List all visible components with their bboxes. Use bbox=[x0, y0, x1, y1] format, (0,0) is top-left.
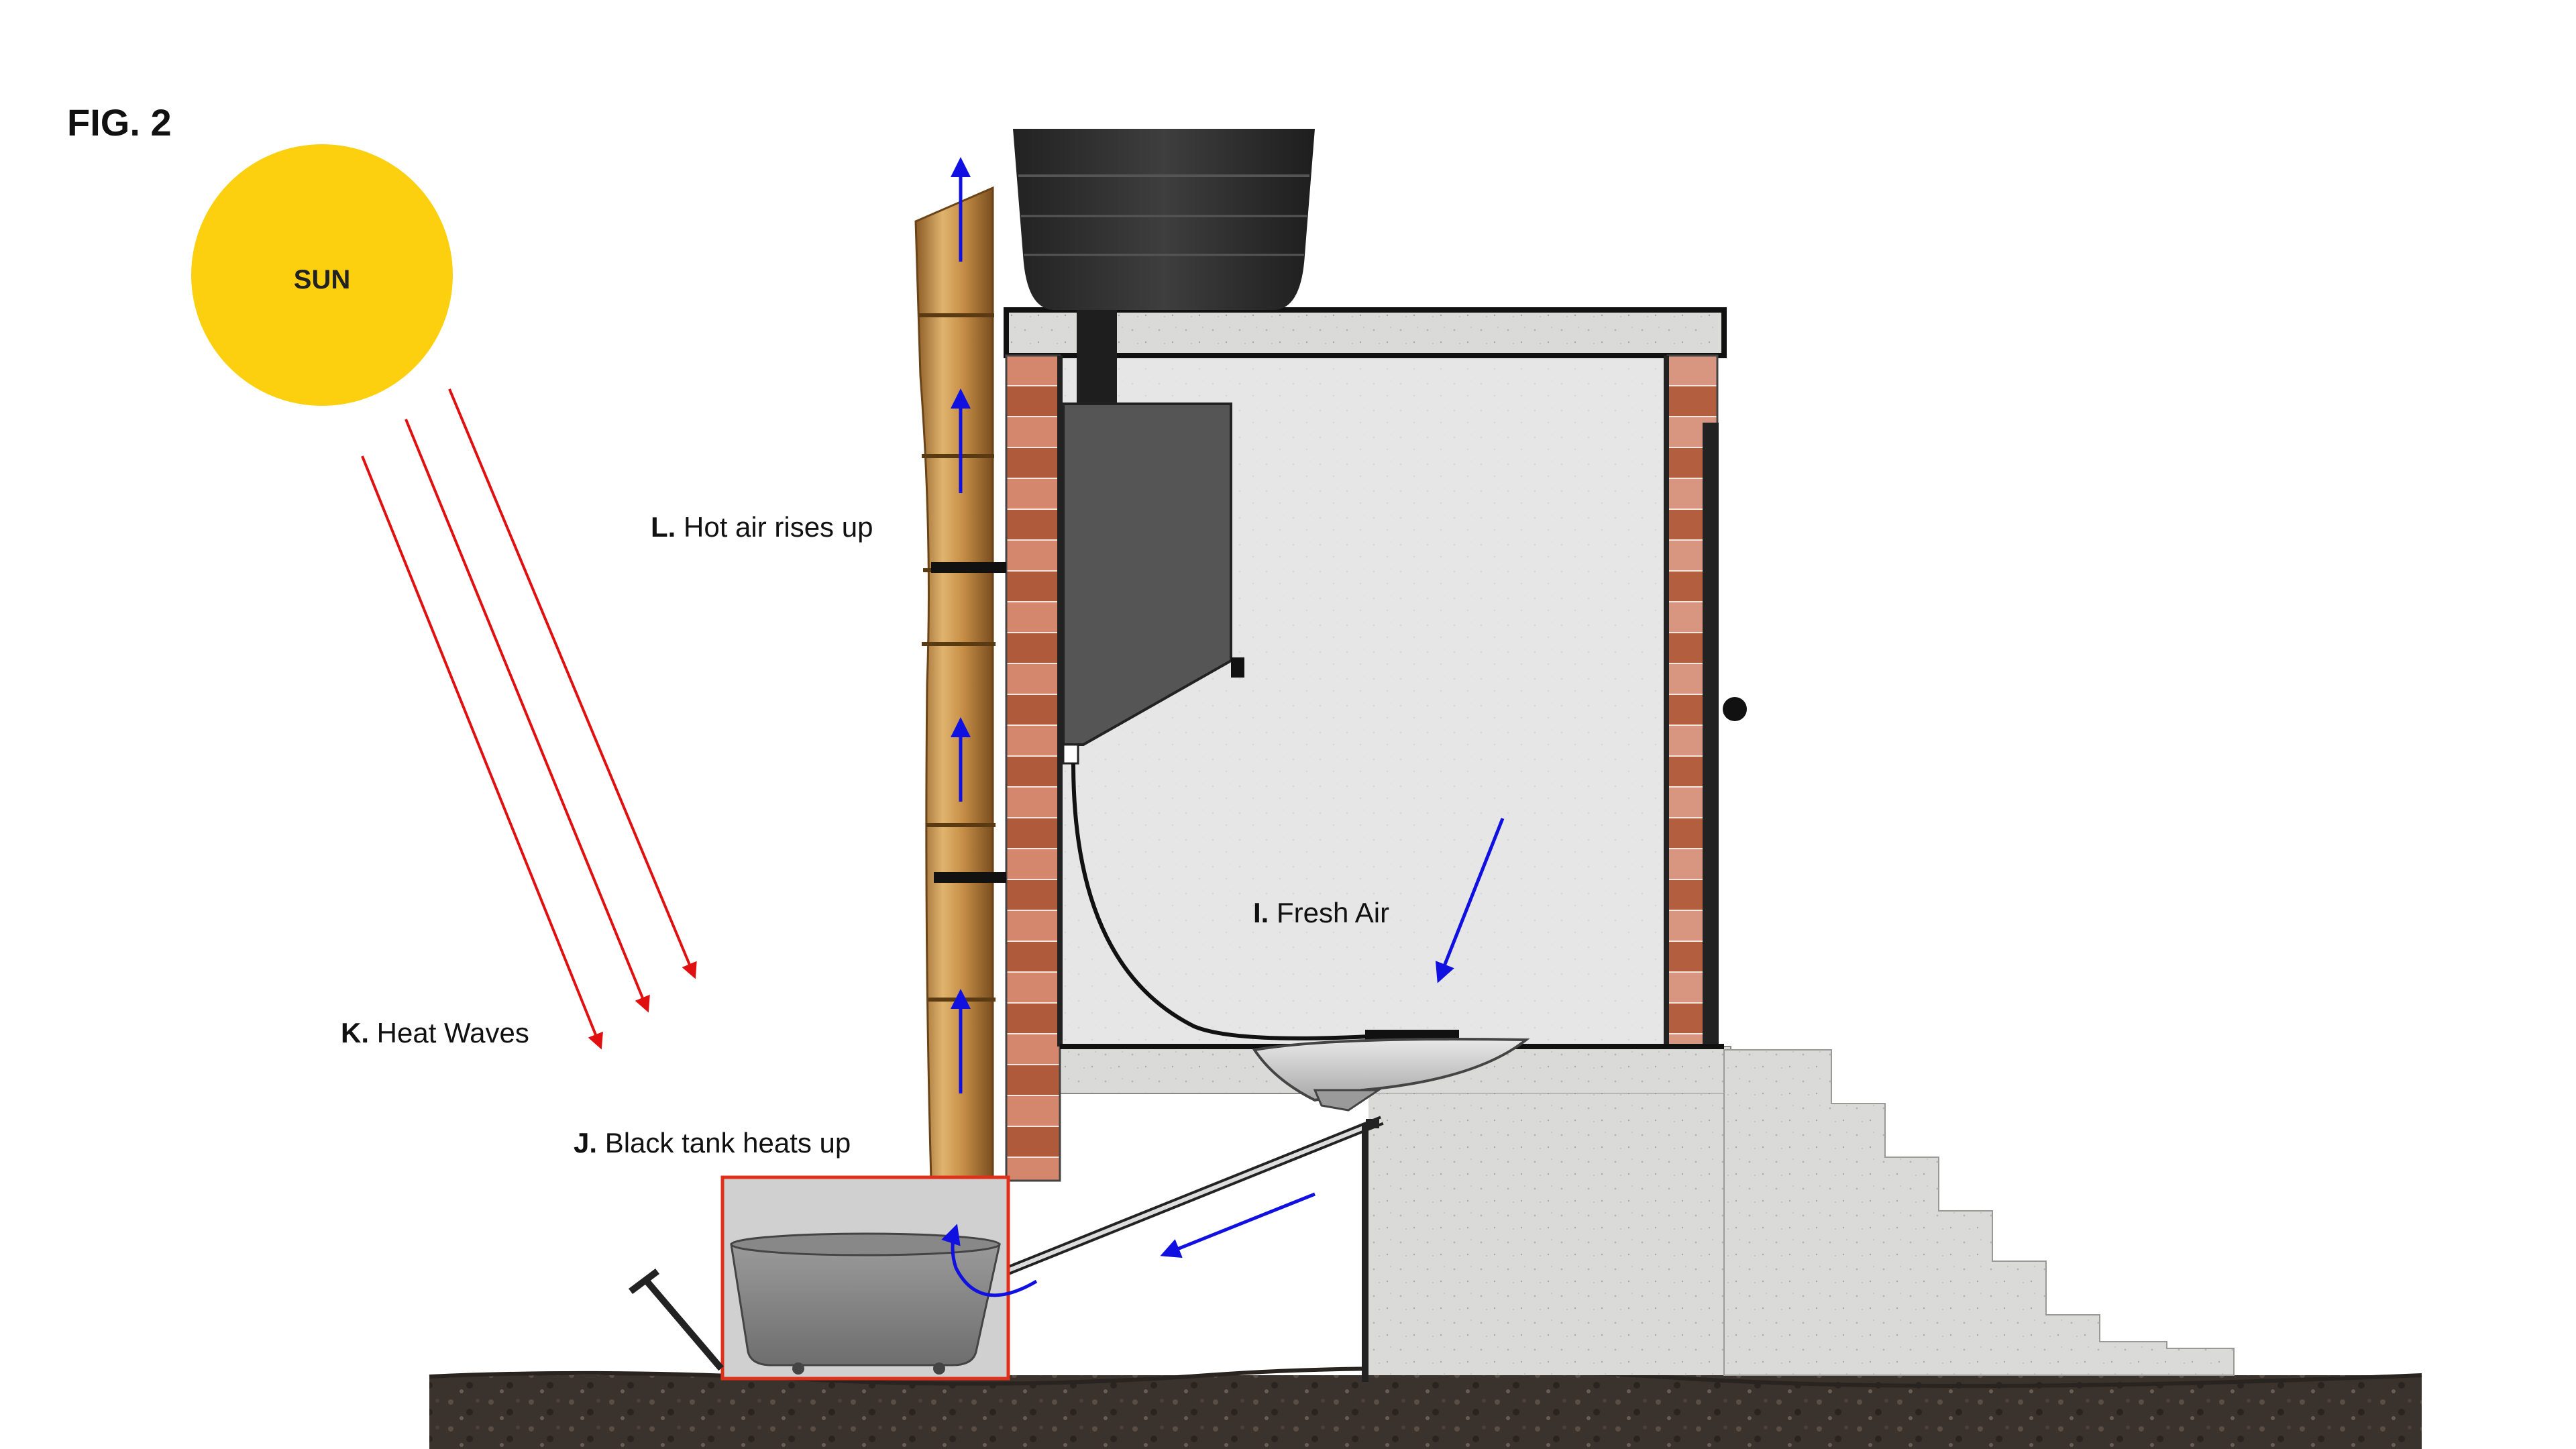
label-fresh-air: I. Fresh Air bbox=[1253, 897, 1389, 929]
door-handle-icon bbox=[1723, 697, 1747, 721]
label-hot-air: L. Hot air rises up bbox=[651, 511, 873, 543]
brick-wall bbox=[1006, 356, 1063, 1181]
label-text: Heat Waves bbox=[377, 1017, 529, 1049]
label-text: Hot air rises up bbox=[684, 511, 873, 543]
sun-label: SUN bbox=[255, 265, 389, 295]
label-letter: L. bbox=[651, 511, 676, 543]
label-text: Black tank heats up bbox=[605, 1127, 851, 1159]
heat-wave-arrows bbox=[362, 389, 694, 1046]
label-letter: J. bbox=[574, 1127, 597, 1159]
black-tank-icon bbox=[631, 1177, 1008, 1379]
drain-pipe bbox=[1006, 1119, 1382, 1382]
ground-soil bbox=[429, 1368, 2422, 1449]
flush-lever-icon bbox=[1231, 657, 1244, 678]
right-brick-wall bbox=[1664, 356, 1747, 1046]
heat-arrow bbox=[449, 389, 694, 976]
staircase bbox=[1724, 1050, 2234, 1375]
label-text: Fresh Air bbox=[1277, 897, 1389, 928]
figure-title: FIG. 2 bbox=[67, 101, 172, 144]
label-letter: I. bbox=[1253, 897, 1269, 928]
label-black-tank: J. Black tank heats up bbox=[574, 1127, 851, 1159]
label-letter: K. bbox=[341, 1017, 369, 1049]
pipe-clamp bbox=[931, 562, 1006, 573]
label-heat-waves: K. Heat Waves bbox=[341, 1017, 529, 1049]
heat-arrow bbox=[406, 419, 647, 1010]
heat-arrow bbox=[362, 456, 600, 1046]
pipe-clamp bbox=[934, 872, 1006, 883]
